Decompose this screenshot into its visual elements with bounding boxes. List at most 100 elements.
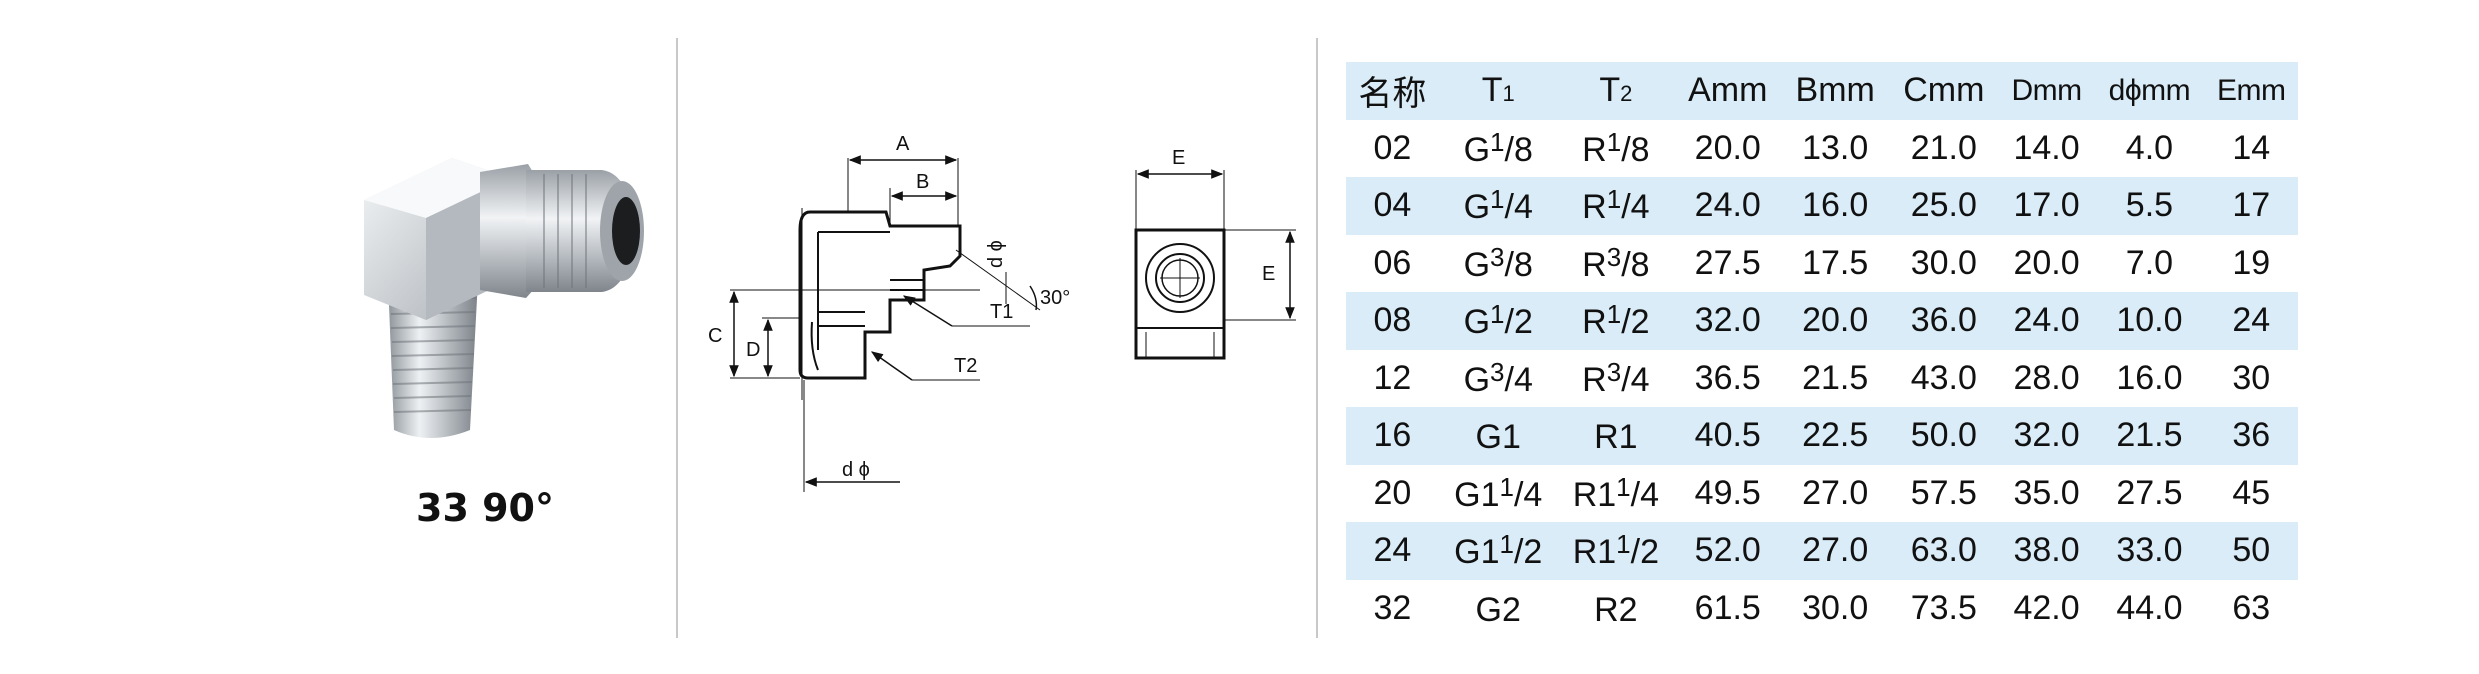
cell-dphi: 4.0: [2125, 128, 2174, 167]
dim-label-c: C: [708, 325, 722, 347]
cell-t2: R3/8: [1582, 241, 1650, 284]
cell-t2: R2: [1594, 590, 1638, 629]
cell-t2: R1/2: [1582, 299, 1650, 342]
cell-e: 14: [2232, 128, 2271, 167]
cell-name: 32: [1373, 588, 1412, 627]
cell-t2: R1/4: [1582, 184, 1650, 227]
cell-dphi: 21.5: [2116, 416, 2183, 455]
cell-t2: R3/4: [1582, 356, 1650, 399]
cell-c: 63.0: [1910, 531, 1977, 570]
cell-dphi: 44.0: [2116, 588, 2183, 627]
cell-a: 27.5: [1694, 243, 1761, 282]
cell-e: 63: [2232, 588, 2271, 627]
cell-c: 73.5: [1910, 588, 1977, 627]
cell-name: 06: [1373, 243, 1412, 282]
cell-d: 24.0: [2013, 301, 2080, 340]
cell-b: 21.5: [1802, 358, 1869, 397]
cell-name: 04: [1373, 186, 1412, 225]
cell-e: 17: [2232, 186, 2271, 225]
cell-t1: G3/4: [1463, 356, 1533, 399]
table-header-row: 名称 T1 T2 Amm Bmm Cmm Dmm dϕmm Emm: [1346, 62, 2298, 120]
cell-t1: G1: [1475, 418, 1521, 457]
cell-t2: R1/8: [1582, 126, 1650, 169]
dim-label-d: D: [746, 339, 760, 361]
cell-d: 20.0: [2013, 243, 2080, 282]
technical-drawing: A B C D E E 30° T1 T2 d ϕ d ϕ: [708, 133, 1296, 492]
column-divider-right: [1316, 38, 1318, 638]
cell-a: 20.0: [1694, 128, 1761, 167]
product-caption: 33 90°: [416, 486, 554, 530]
header-c: Cmm: [1903, 71, 1985, 110]
cell-d: 14.0: [2013, 128, 2080, 167]
table-row: 06 G3/8 R3/8 27.5 17.5 30.0 20.0 7.0 19: [1346, 235, 2298, 293]
cell-e: 50: [2232, 531, 2271, 570]
cell-e: 19: [2232, 243, 2271, 282]
cell-b: 30.0: [1802, 588, 1869, 627]
dim-label-dphi-bottom: d ϕ: [842, 459, 870, 481]
cell-dphi: 7.0: [2125, 243, 2174, 282]
cell-b: 27.0: [1802, 473, 1869, 512]
cell-b: 17.5: [1802, 243, 1869, 282]
cell-e: 45: [2232, 473, 2271, 512]
thread-label-t2: T2: [954, 355, 977, 377]
cell-d: 28.0: [2013, 358, 2080, 397]
cell-a: 49.5: [1694, 473, 1761, 512]
cell-a: 40.5: [1694, 416, 1761, 455]
cell-b: 20.0: [1802, 301, 1869, 340]
cell-dphi: 33.0: [2116, 531, 2183, 570]
cell-name: 12: [1373, 358, 1412, 397]
cell-dphi: 27.5: [2116, 473, 2183, 512]
cell-e: 24: [2232, 301, 2271, 340]
cell-d: 17.0: [2013, 186, 2080, 225]
cell-c: 36.0: [1910, 301, 1977, 340]
header-e: Emm: [2217, 73, 2286, 107]
cell-t2: R11/4: [1572, 471, 1659, 514]
cell-e: 36: [2232, 416, 2271, 455]
cell-t1: G1/8: [1463, 126, 1533, 169]
cell-b: 27.0: [1802, 531, 1869, 570]
elbow-fitting-photo: [364, 158, 644, 438]
cell-c: 30.0: [1910, 243, 1977, 282]
cell-d: 42.0: [2013, 588, 2080, 627]
cell-name: 08: [1373, 301, 1412, 340]
header-d: Dmm: [2011, 73, 2082, 107]
header-b: Bmm: [1795, 71, 1875, 110]
cell-c: 50.0: [1910, 416, 1977, 455]
cell-a: 61.5: [1694, 588, 1761, 627]
cell-t2: R11/2: [1572, 529, 1659, 572]
cell-b: 13.0: [1802, 128, 1869, 167]
column-divider-left: [676, 38, 678, 638]
dim-label-b: B: [916, 171, 929, 193]
cell-c: 57.5: [1910, 473, 1977, 512]
header-t1: T1: [1481, 71, 1515, 110]
angle-label: 30°: [1040, 287, 1070, 309]
cell-d: 38.0: [2013, 531, 2080, 570]
cell-d: 35.0: [2013, 473, 2080, 512]
dim-label-a: A: [896, 133, 910, 155]
header-dphi: dϕmm: [2108, 73, 2191, 107]
header-a: Amm: [1688, 71, 1768, 110]
cell-name: 20: [1373, 473, 1412, 512]
cell-t1: G3/8: [1463, 241, 1533, 284]
dim-label-dphi-side: d ϕ: [985, 240, 1007, 268]
cell-a: 32.0: [1694, 301, 1761, 340]
table-row: 32 G2 R2 61.5 30.0 73.5 42.0 44.0 63: [1346, 580, 2298, 638]
cell-t2: R1: [1594, 418, 1638, 457]
cell-c: 43.0: [1910, 358, 1977, 397]
cell-dphi: 16.0: [2116, 358, 2183, 397]
cell-dphi: 5.5: [2125, 186, 2174, 225]
cell-name: 02: [1373, 128, 1412, 167]
specification-table: 名称 T1 T2 Amm Bmm Cmm Dmm dϕmm Emm 02 G1/8…: [1346, 62, 2298, 637]
cell-t1: G2: [1475, 590, 1521, 629]
cell-d: 32.0: [2013, 416, 2080, 455]
cell-t1: G11/2: [1454, 529, 1543, 572]
cell-name: 16: [1373, 416, 1412, 455]
cell-c: 25.0: [1910, 186, 1977, 225]
